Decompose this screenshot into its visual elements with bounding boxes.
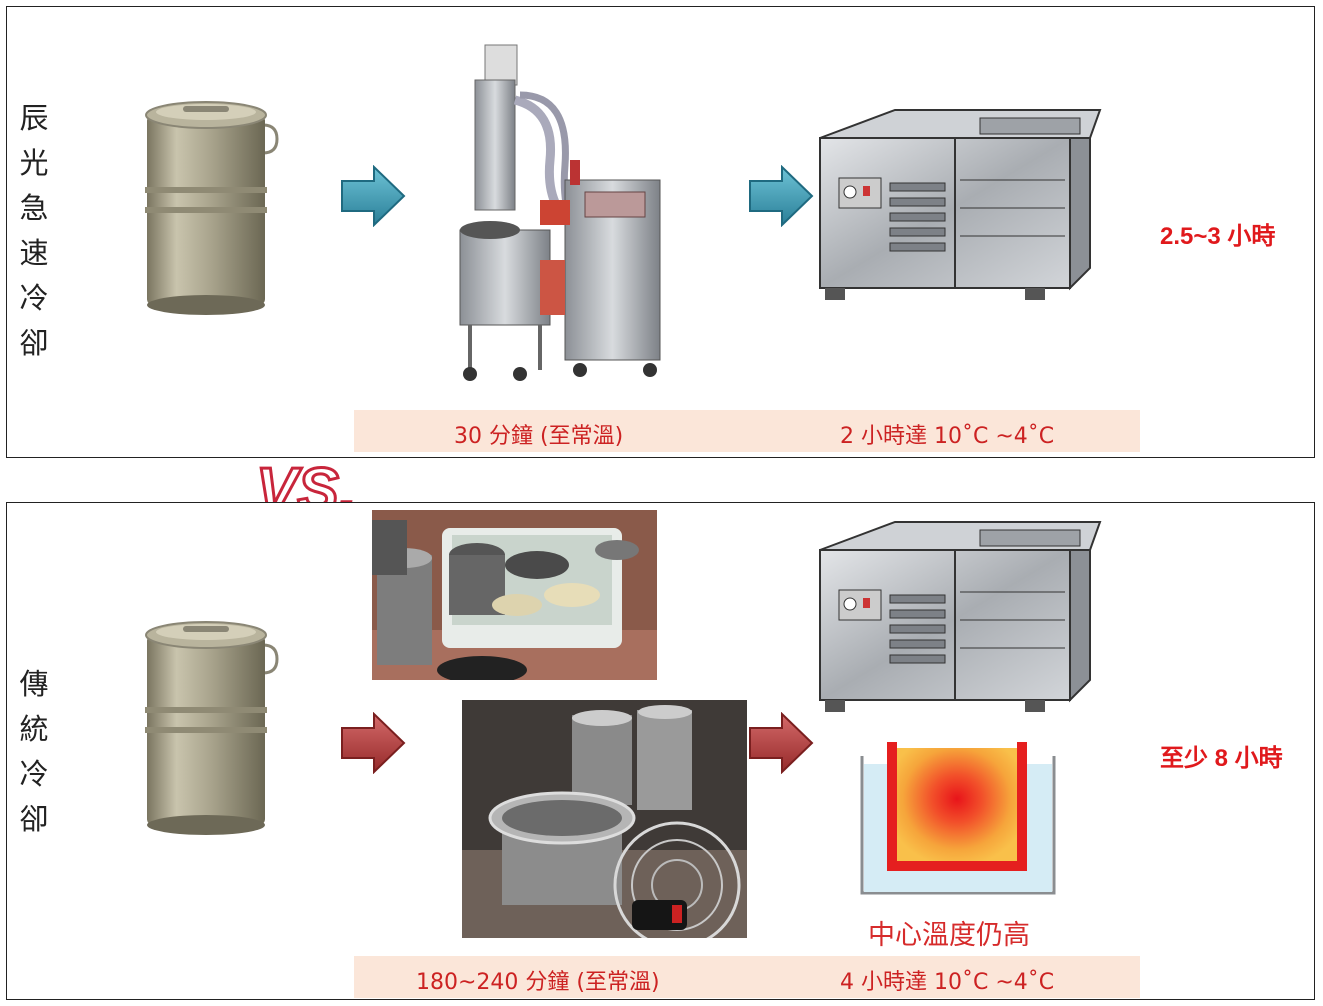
label-char: 光 [19,146,49,180]
traditional-chill-time: 4 小時達 10˚C ~4˚C [840,970,1055,995]
ice-bath-photo [372,510,657,680]
rapid-cooling-label: 辰 光 急 速 冷 卻 [14,96,54,366]
fan-cooling-photo [462,700,747,938]
label-char: 冷 [19,757,49,791]
label-char: 傳 [19,667,49,701]
rapid-time-bar: 30 分鐘 (至常溫) 2 小時達 10˚C ~4˚C [354,410,1140,452]
label-char: 卻 [19,326,49,360]
core-temperature-diagram [860,742,1056,895]
label-char: 急 [19,191,49,225]
arrow-right-icon [749,165,814,227]
rapid-total-time: 2.5~3 小時 [1160,223,1276,250]
core-temperature-caption: 中心溫度仍高 [868,920,1030,951]
rapid-chiller-machine-image [459,44,661,381]
traditional-time-bar: 180~240 分鐘 (至常溫) 4 小時達 10˚C ~4˚C [354,956,1140,998]
stock-pot-image [145,621,279,835]
label-char: 速 [19,236,49,270]
arrow-right-icon [749,712,814,774]
label-char: 卻 [19,802,49,836]
arrow-right-icon [341,165,406,227]
traditional-total-time: 至少 8 小時 [1160,745,1283,772]
label-char: 辰 [19,101,49,135]
traditional-room-temp-time: 180~240 分鐘 (至常溫) [416,970,660,995]
rapid-chill-time: 2 小時達 10˚C ~4˚C [840,424,1055,449]
refrigerated-counter-image [819,109,1102,300]
label-char: 統 [19,712,49,746]
arrow-right-icon [341,712,406,774]
rapid-room-temp-time: 30 分鐘 (至常溫) [454,424,624,449]
refrigerated-counter-image [819,521,1102,712]
stock-pot-image [145,101,279,315]
label-char: 冷 [19,281,49,315]
traditional-cooling-label: 傳 統 冷 卻 [14,662,54,842]
